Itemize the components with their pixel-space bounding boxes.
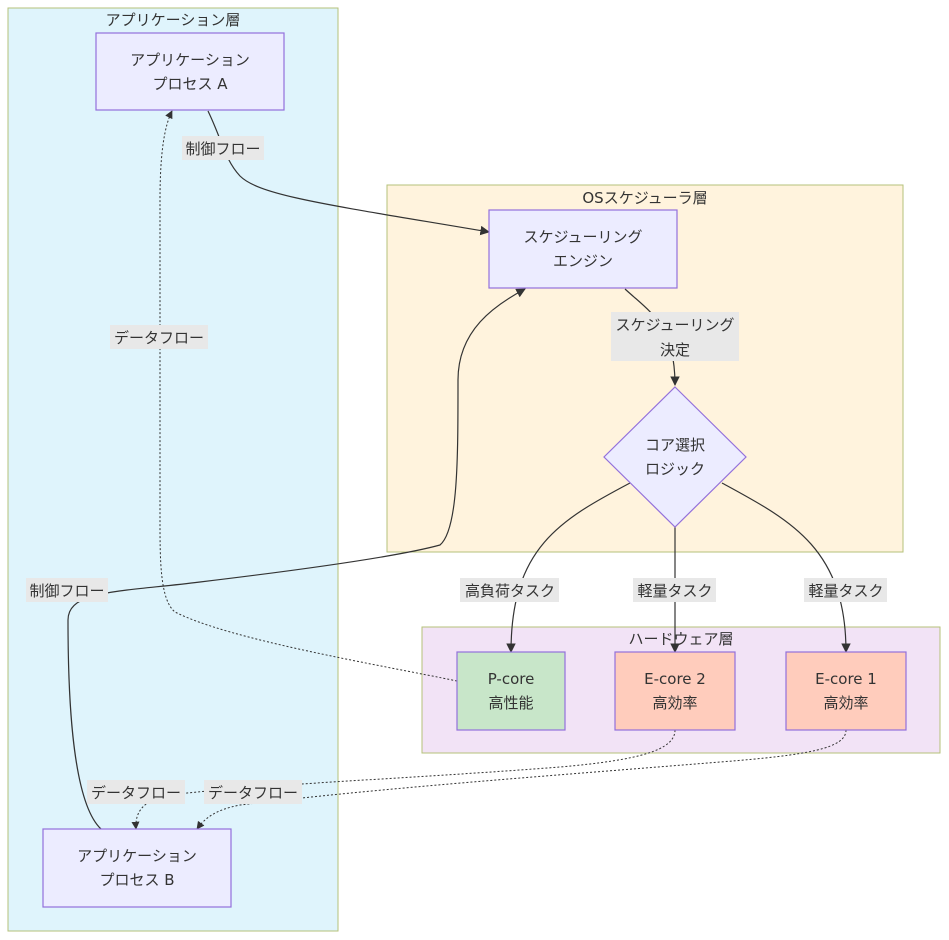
node-process-b[interactable]: アプリケーション プロセス B [42, 828, 232, 908]
edge-label-control-flow-b: 制御フロー [26, 578, 108, 602]
svg-text:データフロー: データフロー [208, 784, 298, 802]
edge-core-select-to-e-core-1 [721, 482, 851, 653]
node-scheduling-engine[interactable]: スケジューリング エンジン [488, 209, 678, 289]
node-p-core[interactable]: P-core 高性能 [456, 651, 566, 731]
svg-text:高効率: 高効率 [652, 694, 697, 712]
svg-text:データフロー: データフロー [91, 784, 181, 802]
svg-text:高性能: 高性能 [488, 694, 533, 712]
edge-label-light-task-1: 軽量タスク [633, 578, 716, 602]
svg-text:軽量タスク: 軽量タスク [808, 582, 883, 600]
svg-text:スケジューリング: スケジューリング [616, 316, 735, 334]
svg-text:プロセス B: プロセス B [99, 871, 174, 889]
edge-core-select-to-p-core [506, 482, 631, 653]
edge-e-core-1-to-process-b-dataflow [196, 729, 847, 830]
edge-label-data-flow-e2: データフロー [87, 780, 185, 804]
svg-text:ロジック: ロジック [645, 460, 705, 478]
cluster-hardware-layer-title: ハードウェア層 [628, 630, 733, 648]
cluster-os-scheduler-layer-title: OSスケジューラ層 [582, 189, 707, 207]
node-e-core-1[interactable]: E-core 1 高効率 [785, 651, 907, 731]
edge-p-core-to-process-a-dataflow [159, 110, 458, 682]
edge-label-scheduling-decision: スケジューリング 決定 [611, 312, 739, 361]
node-e-core-2[interactable]: E-core 2 高効率 [614, 651, 736, 731]
svg-text:コア選択: コア選択 [645, 436, 705, 454]
svg-text:スケジューリング: スケジューリング [524, 228, 643, 246]
node-core-select-logic[interactable]: コア選択 ロジック [603, 386, 747, 528]
edge-label-control-flow-a: 制御フロー [182, 136, 264, 160]
cluster-application-layer: アプリケーション層 [7, 7, 339, 932]
svg-text:高効率: 高効率 [823, 694, 868, 712]
edge-label-light-task-2: 軽量タスク [804, 578, 887, 602]
svg-text:E-core 1: E-core 1 [815, 670, 877, 688]
svg-text:高負荷タスク: 高負荷タスク [465, 582, 555, 600]
svg-text:軽量タスク: 軽量タスク [637, 582, 712, 600]
node-process-a[interactable]: アプリケーション プロセス A [95, 32, 285, 111]
edge-process-b-to-scheduler [67, 288, 526, 830]
svg-text:制御フロー: 制御フロー [29, 582, 104, 600]
edge-label-heavy-task: 高負荷タスク [460, 578, 559, 602]
svg-text:プロセス A: プロセス A [152, 75, 228, 93]
svg-text:アプリケーション: アプリケーション [130, 51, 250, 69]
edge-e-core-2-to-process-b-dataflow [131, 729, 676, 830]
svg-text:アプリケーション: アプリケーション [77, 847, 197, 865]
svg-text:データフロー: データフロー [114, 329, 204, 347]
cluster-application-layer-title: アプリケーション層 [106, 11, 241, 29]
svg-text:P-core: P-core [488, 670, 535, 688]
edge-label-data-flow-p: データフロー [110, 325, 208, 349]
svg-text:エンジン: エンジン [553, 252, 613, 270]
svg-text:決定: 決定 [660, 341, 690, 359]
svg-text:E-core 2: E-core 2 [644, 670, 706, 688]
svg-text:制御フロー: 制御フロー [185, 140, 260, 158]
edge-label-data-flow-e1: データフロー [204, 780, 302, 804]
